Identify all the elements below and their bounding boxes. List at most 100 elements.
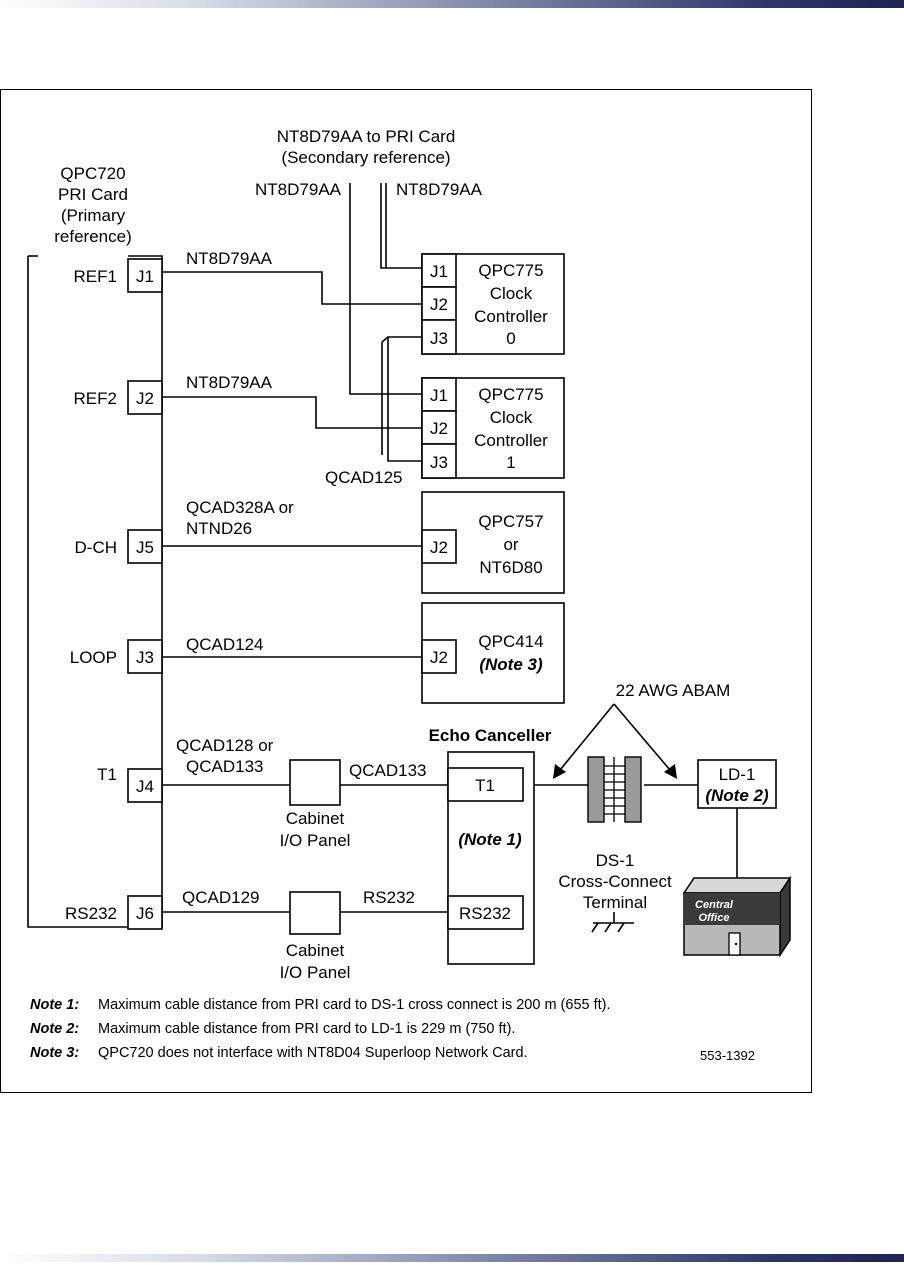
loop-card-note-label: (Note 3) (479, 655, 543, 674)
cable-ref1-to-clock0-j2 (162, 271, 422, 305)
clock0-label-2: Clock (490, 284, 533, 303)
clock0-j1-label: J1 (430, 262, 448, 281)
header-accent-bar (0, 0, 904, 8)
port-t1-label: T1 (97, 765, 117, 784)
pri-card-label-4: reference) (54, 227, 131, 246)
note-1-text: Maximum cable distance from PRI card to … (98, 997, 611, 1013)
dch-card-label-2: or (503, 535, 518, 554)
clock0-label-4: 0 (506, 329, 515, 348)
pri-card-outline (27, 255, 163, 928)
cable-rs232-right-label: RS232 (363, 888, 415, 907)
dch-card-j2-box (421, 529, 457, 564)
note-3-text: QPC720 does not interface with NT8D04 Su… (98, 1045, 528, 1061)
central-office-label-1: Central (695, 899, 734, 911)
rs232-io-panel-box (289, 891, 341, 935)
clock1-j3-label: J3 (430, 453, 448, 472)
echo-rs232-port-label: RS232 (459, 904, 511, 923)
cable-secondary-to-clock1-j1 (349, 183, 422, 395)
cable-ref2-to-clock1-j2 (162, 396, 422, 429)
ds1-label-1: DS-1 (596, 851, 635, 870)
cable-qcad125-label: QCAD125 (325, 468, 402, 487)
clock1-label-3: Controller (474, 431, 548, 450)
jack-j4-label: J4 (136, 777, 154, 796)
ld1-box (697, 759, 777, 809)
echo-note-label: (Note 1) (458, 830, 522, 849)
ds1-label-2: Cross-Connect (558, 872, 672, 891)
ld1-label: LD-1 (719, 765, 756, 784)
note-2-label: Note 2: (30, 1021, 79, 1037)
port-rs232-label: RS232 (65, 904, 117, 923)
echo-t1-port-label: T1 (475, 776, 495, 795)
clock0-j2-label: J2 (430, 295, 448, 314)
ground-icon (591, 912, 634, 933)
cable-t1-right-label: QCAD133 (349, 761, 426, 780)
clock1-j2-label: J2 (430, 419, 448, 438)
port-dch-label: D-CH (75, 538, 118, 557)
clock1-j2-box (421, 410, 457, 445)
cable-ref2-label: NT8D79AA (186, 373, 273, 392)
cable-t1-label-2: QCAD133 (186, 757, 263, 776)
clock0-label-1: QPC775 (478, 261, 543, 280)
footer-accent-bar (0, 1254, 904, 1262)
abam-cable-label: 22 AWG ABAM (616, 681, 731, 700)
note-1-label: Note 1: (30, 997, 79, 1013)
clock1-label-2: Clock (490, 408, 533, 427)
jack-box-j3 (127, 639, 163, 674)
figure-number: 553-1392 (700, 1048, 755, 1063)
cable-dch-label-1: QCAD328A or (186, 498, 294, 517)
jack-j3-label: J3 (136, 648, 154, 667)
clock0-label-3: Controller (474, 307, 548, 326)
port-ref1-label: REF1 (74, 267, 117, 286)
secondary-ref-sublabel: (Secondary reference) (281, 148, 450, 167)
echo-t1-port-box (447, 767, 524, 802)
abam-arrow-right (613, 703, 677, 779)
t1-io-panel-label-2: I/O Panel (280, 831, 351, 850)
ld1-note-label: (Note 2) (705, 786, 769, 805)
jack-j5-label: J5 (136, 538, 154, 557)
clock1-j3-box (421, 443, 457, 479)
cable-loop-label: QCAD124 (186, 635, 263, 654)
clock1-label-1: QPC775 (478, 385, 543, 404)
cable-rs232-left-label: QCAD129 (182, 888, 259, 907)
pri-card-label-2: PRI Card (58, 185, 128, 204)
jack-j1-label: J1 (136, 267, 154, 286)
cable-ref1-label: NT8D79AA (186, 249, 273, 268)
port-ref2-label: REF2 (74, 389, 117, 408)
clock1-j1-label: J1 (430, 386, 448, 405)
cable-t1-label-1: QCAD128 or (176, 736, 274, 755)
dch-card-label-1: QPC757 (478, 512, 543, 531)
cable-qcad125-joint (381, 336, 389, 343)
loop-card-label-1: QPC414 (478, 632, 543, 651)
abam-arrow-left (553, 703, 615, 779)
jack-box-j4 (127, 768, 163, 803)
jack-j2-label: J2 (136, 389, 154, 408)
t1-io-panel-label-1: Cabinet (286, 809, 345, 828)
rs232-io-panel-label-1: Cabinet (286, 941, 345, 960)
jack-box-j6 (127, 895, 163, 930)
jack-box-j2 (127, 380, 163, 415)
ds1-label-3: Terminal (583, 893, 647, 912)
secondary-ref-label: NT8D79AA to PRI Card (277, 127, 456, 146)
jack-box-j1 (127, 258, 163, 293)
cable-label-left-vertical: NT8D79AA (255, 180, 342, 199)
pri-card-label-3: (Primary (61, 206, 126, 225)
cable-qcad125-clock-link-a (387, 336, 422, 462)
cable-label-right-vertical: NT8D79AA (396, 180, 483, 199)
pri-card-label-1: QPC720 (60, 164, 125, 183)
ds1-cross-connect-icon (587, 756, 642, 823)
loop-card-j2-box (421, 639, 457, 674)
note-3-label: Note 3: (30, 1045, 79, 1061)
cable-dch-label-2: NTND26 (186, 519, 252, 538)
clock1-label-4: 1 (506, 453, 515, 472)
t1-io-panel-box (289, 759, 341, 806)
port-loop-label: LOOP (70, 648, 117, 667)
clock0-j2-box (421, 286, 457, 321)
central-office-building-icon (682, 875, 792, 958)
central-office-label-2: Office (699, 912, 730, 924)
loop-card-j2-label: J2 (430, 648, 448, 667)
dch-card-label-3: NT6D80 (479, 558, 542, 577)
note-2-text: Maximum cable distance from PRI card to … (98, 1021, 515, 1037)
clock0-j3-label: J3 (430, 329, 448, 348)
cable-secondary-to-clock0-j1-a (380, 183, 422, 269)
